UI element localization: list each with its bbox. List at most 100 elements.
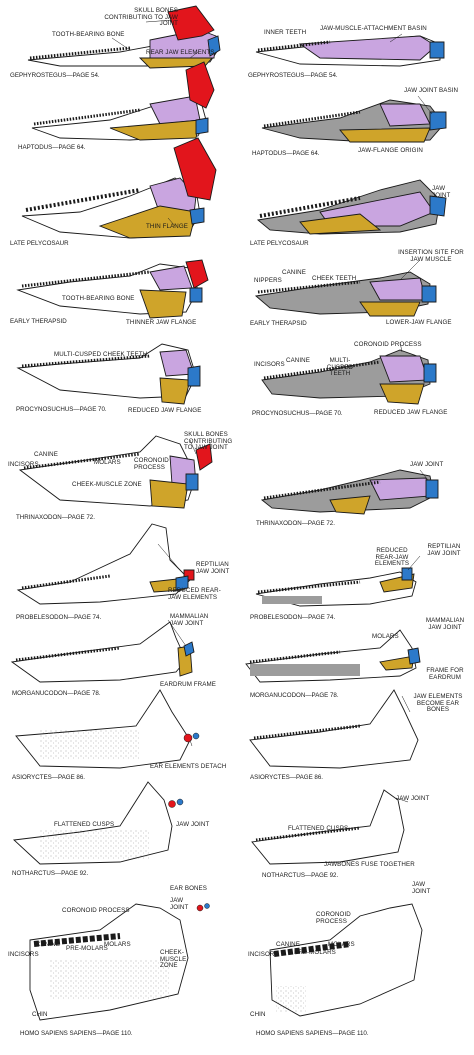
label-tooth-bearing-bone-2: TOOTH-BEARING BONE (62, 295, 135, 302)
caption-left-procynosuchus: PROCYNOSUCHUS—page 70. (16, 406, 107, 413)
right-notharctus-jaw (251, 789, 405, 865)
right-haptodus-jaw (261, 99, 447, 143)
label-canine-2: CANINE (36, 941, 60, 948)
left-procynosuchus-jaw (16, 343, 201, 405)
label-reduced-jaw-flange-2: REDUCED JAW FLANGE (374, 409, 448, 416)
caption-left-asioryctes: ASIORYCTES—page 86. (12, 774, 86, 781)
caption-left-early-therapsid: EARLY THERAPSID (10, 318, 67, 325)
label-molars-3: MOLARS (372, 633, 399, 640)
label-incisors-4: INCISORS (248, 951, 279, 958)
label-multi-cusped-teeth: MULTI-CUSPED TEETH (326, 357, 354, 378)
caption-right-gephyrostegus: GEPHYROSTEGUS—page 54. (248, 72, 338, 79)
caption-left-notharctus: NOTHARCTUS—page 92. (12, 870, 89, 877)
label-insertion-site: INSERTION SITE FOR JAW MUSCLE (398, 249, 464, 263)
label-jaw-joint-5: JAW JOINT (396, 795, 430, 802)
label-coronoid-process-4: CORONOID PROCESS (316, 911, 351, 925)
label-multi-cusped-cheek-teeth: MULTI-CUSPED CHEEK TEETH (54, 351, 148, 358)
label-molars-4: MOLARS (328, 941, 355, 948)
caption-right-asioryctes: ASIORYCTES—page 86. (250, 774, 324, 781)
left-thrinaxodon-jaw (18, 435, 213, 509)
caption-right-thrinaxodon: THRINAXODON—page 72. (256, 520, 335, 527)
right-asioryctes-jaw (249, 689, 419, 769)
caption-left-gephyrostegus: GEPHYROSTEGUS—page 54. (10, 72, 100, 79)
left-morganucodon-jaw (10, 621, 195, 683)
label-pre-molars: PRE-MOLARS (66, 945, 108, 952)
label-jaw-joint-4: JAW JOINT (410, 461, 444, 468)
caption-left-homo-sapiens: HOMO SAPIENS SAPIENS—page 110. (20, 1030, 133, 1037)
label-flattened-cusps-2: FLATTENED CUSPS (288, 825, 349, 832)
label-jaw-elements-become-ear-bones: JAW ELEMENTS BECOME EAR BONES (413, 693, 463, 714)
label-reduced-jaw-flange: Reduced Jaw Flange (128, 407, 202, 414)
caption-right-homo-sapiens: HOMO SAPIENS SAPIENS—page 110. (256, 1030, 369, 1037)
right-homo-sapiens-jaw (269, 903, 423, 1017)
label-incisors-3: INCISORS (254, 361, 285, 368)
caption-right-probelesodon: PROBELESODON—page 74. (250, 614, 336, 621)
right-late-pelycosaur-jaw (256, 179, 447, 235)
left-asioryctes-jaw (15, 689, 200, 769)
caption-left-probelesodon: PROBELESODON—page 74. (16, 614, 102, 621)
label-chin-2: CHIN (250, 1011, 266, 1018)
right-gephyrostegus-jaw (255, 35, 445, 67)
left-notharctus-jaw (12, 781, 184, 865)
caption-left-thrinaxodon: THRINAXODON—page 72. (16, 514, 95, 521)
caption-right-procynosuchus: PROCYNOSUCHUS—page 70. (252, 410, 343, 417)
label-ear-bones: EAR BONES (170, 885, 208, 892)
label-jaw-joint-6: JAW JOINT (412, 881, 431, 895)
label-cheek-muscle-zone: CHEEK-MUSCLE ZONE (72, 481, 142, 488)
label-lower-jaw-flange: LOWER-JAW FLANGE (386, 319, 452, 326)
right-morganucodon-jaw (245, 629, 421, 683)
label-thin-flange: THIN FLANGE (146, 223, 189, 230)
right-probelesodon-jaw (255, 567, 417, 607)
label-flattened-cusps: FLATTENED CUSPS (54, 821, 115, 828)
label-canine-3: CANINE (282, 269, 306, 276)
caption-right-late-pelycosaur: LATE PELYCOSAUR (250, 240, 309, 247)
label-canine-5: CANINE (276, 941, 300, 948)
label-jaw-muscle-attachment-basin: JAW-MUSCLE-ATTACHMENT BASIN (320, 25, 427, 32)
label-coronoid-process-3: CORONOID PROCESS (354, 341, 422, 348)
label-thinner-jaw-flange: THINNER JAW FLANGE (126, 319, 197, 326)
left-probelesodon-jaw (16, 523, 195, 605)
left-early-therapsid-jaw (16, 259, 209, 319)
label-inner-teeth: INNER TEETH (264, 29, 307, 36)
label-jaw-joint-2: JAW JOINT (170, 897, 189, 911)
left-late-pelycosaur-jaw (21, 137, 217, 239)
label-reduced-rear-jaw-elements-2: REDUCED REAR-JAW ELEMENTS (374, 547, 410, 568)
left-gephyrostegus-jaw (27, 5, 221, 69)
caption-right-early-therapsid: EARLY THERAPSID (250, 320, 307, 327)
caption-left-morganucodon: MORGANUCODON—page 78. (12, 690, 101, 697)
label-jaw-joint-3: JAW JOINT (432, 185, 451, 199)
label-cheek-teeth: CHEEK TEETH (312, 275, 357, 282)
label-reptilian-jaw-joint: REPTILIAN JAW JOINT (196, 561, 230, 575)
caption-right-morganucodon: MORGANUCODON—page 78. (250, 692, 339, 699)
label-tooth-bearing-bone: TOOTH-BEARING BONE (52, 31, 125, 38)
label-molars: MOLARS (94, 459, 121, 466)
label-coronoid-process-2: CORONOID PROCESS (62, 907, 130, 914)
label-reptilian-jaw-joint-2: REPTILIAN JAW JOINT (427, 543, 461, 557)
label-incisors-2: INCISORS (8, 951, 39, 958)
label-frame-for-eardrum: FRAME FOR EARDRUM (426, 667, 464, 681)
label-molars-2: MOLARS (104, 941, 131, 948)
label-nippers: NIPPERS (254, 277, 282, 284)
label-mammalian-jaw-joint: MAMMALIAN JAW JOINT (170, 613, 209, 627)
label-reduced-rear-jaw-elements: REDUCED REAR-JAW ELEMENTS (168, 587, 221, 601)
label-jawbones-fuse-together: JAWBONES FUSE TOGETHER (324, 861, 415, 868)
caption-left-haptodus: HAPTODUS—page 64. (18, 144, 86, 151)
caption-right-notharctus: NOTHARCTUS—page 92. (262, 872, 339, 879)
left-haptodus-jaw (31, 61, 215, 141)
label-ear-elements-detach: EAR ELEMENTS DETACH (150, 763, 227, 770)
label-skull-bones-jaw-joint: SKULL BONES CONTRIBUTING TO JAW JOINT (184, 431, 233, 452)
label-canine-4: CANINE (286, 357, 310, 364)
label-mammalian-jaw-joint-2: MAMMALIAN JAW JOINT (425, 617, 465, 631)
label-rear-jaw-elements: REAR JAW ELEMENTS (146, 49, 215, 56)
right-thrinaxodon-jaw (260, 469, 439, 515)
label-cheek-muscle-zone-2: CHEEK-MUSCLE ZONE (160, 949, 187, 970)
label-chin: CHIN (32, 1011, 48, 1018)
caption-right-haptodus: HAPTODUS—page 64. (252, 150, 320, 157)
label-jaw-joint-basin: JAW JOINT BASIN (404, 87, 459, 94)
label-pre-molars-2: PRE-MOLARS (294, 949, 336, 956)
label-skull-bones-contributing: SKULL BONES CONTRIBUTING TO JAW JOINT (104, 7, 178, 28)
left-homo-sapiens-jaw (29, 903, 210, 1021)
right-early-therapsid-jaw (254, 271, 437, 317)
label-canine: CANINE (34, 451, 58, 458)
